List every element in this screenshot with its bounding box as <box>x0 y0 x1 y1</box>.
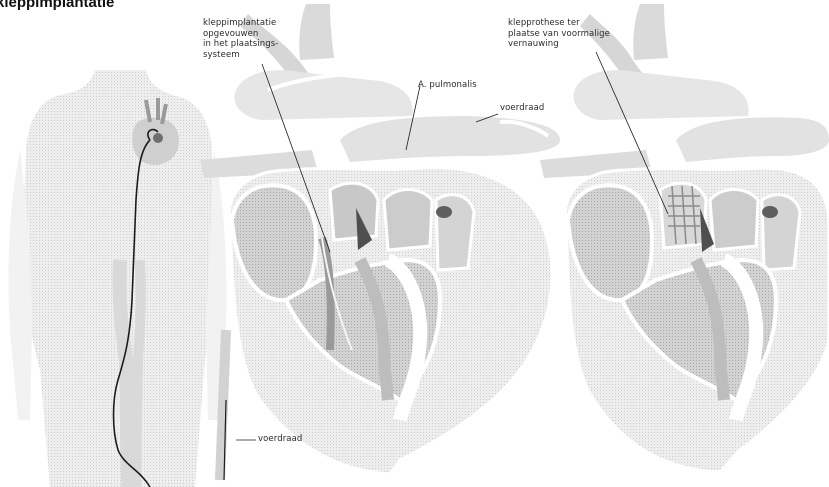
label-placed-valve-line-3: vernauwing <box>508 39 610 50</box>
label-folded-valve-line-2: opgevouwen <box>203 29 278 40</box>
heart-illustration-1 <box>200 4 560 480</box>
label-folded-valve: kleppimplantatie opgevouwen in het plaat… <box>203 18 278 60</box>
label-placed-valve-line-2: plaatse van voormalige <box>508 29 610 40</box>
label-guidewire-bottom: voerdraad <box>258 434 302 445</box>
label-guidewire-top-text: voerdraad <box>500 103 544 114</box>
label-folded-valve-line-1: kleppimplantatie <box>203 18 278 29</box>
label-guidewire-bottom-text: voerdraad <box>258 434 302 445</box>
label-pulmonary-artery: A. pulmonalis <box>418 80 477 91</box>
label-placed-valve: klepprothese ter plaatse van voormalige … <box>508 18 610 50</box>
label-placed-valve-line-1: klepprothese ter <box>508 18 610 29</box>
heart-illustration-2 <box>540 4 829 472</box>
label-folded-valve-line-3: in het plaatsings- <box>203 39 278 50</box>
label-pulmonary-artery-text: A. pulmonalis <box>418 80 477 91</box>
label-guidewire-top: voerdraad <box>500 103 544 114</box>
body-figure <box>8 70 226 487</box>
label-folded-valve-line-4: systeem <box>203 50 278 61</box>
